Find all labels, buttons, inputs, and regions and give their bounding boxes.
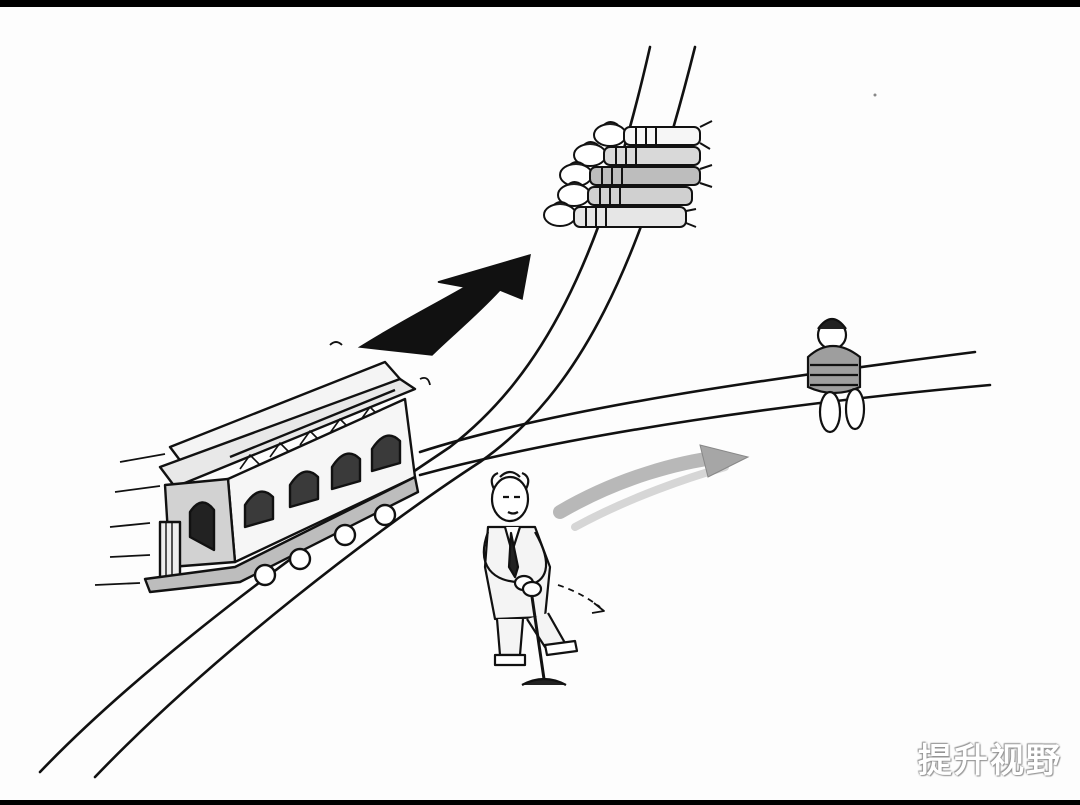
- trolley-problem-illustration: [38, 45, 992, 779]
- main-direction-arrow: [357, 253, 531, 356]
- person-1: [593, 120, 713, 150]
- person-3: [559, 161, 713, 188]
- person-4: [557, 181, 693, 207]
- man-at-lever: [482, 470, 605, 686]
- speck: [873, 93, 877, 97]
- illustration-panel: 提升视野: [0, 7, 1080, 800]
- group-of-five-people: [543, 120, 713, 228]
- main-track: [38, 45, 697, 779]
- single-tied-person: [806, 317, 866, 434]
- watermark-text: 提升视野: [918, 741, 1062, 781]
- trolley-car: [94, 341, 431, 594]
- person-2: [573, 141, 701, 167]
- person-5: [543, 201, 697, 228]
- side-track: [418, 350, 992, 477]
- side-direction-arrow: [553, 444, 750, 531]
- motion-lines: [94, 341, 431, 586]
